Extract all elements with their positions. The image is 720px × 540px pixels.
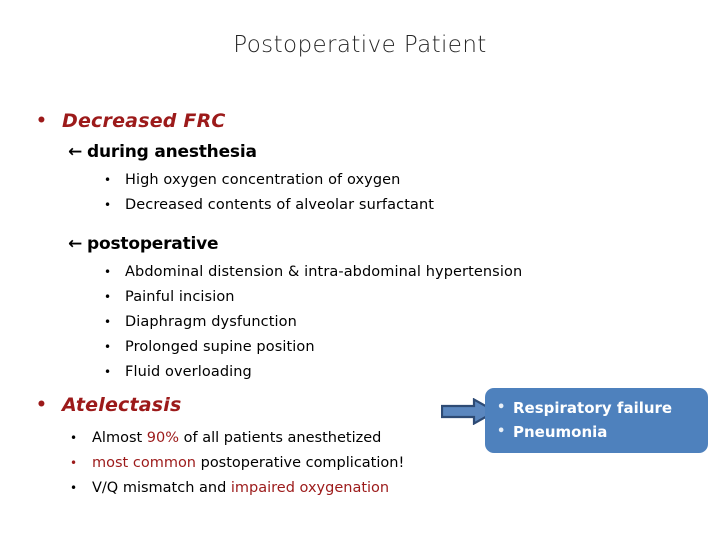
bullet-icon: •: [497, 400, 506, 415]
section-atelectasis: • Atelectasis • Almost 90% of all patien…: [0, 392, 720, 501]
list-item: • Fluid overloading: [0, 360, 720, 385]
section-heading-label: Decreased FRC: [62, 110, 226, 132]
section-heading-decreased-frc: • Decreased FRC: [0, 108, 720, 134]
group-heading-postoperative: ←postoperative: [0, 232, 720, 256]
bullet-icon: •: [104, 198, 112, 212]
list-item: • High oxygen concentration of oxygen: [0, 168, 720, 193]
right-block-arrow-icon: [440, 397, 498, 426]
bullet-icon: •: [104, 315, 112, 329]
page-title: Postoperative Patient: [233, 32, 487, 58]
callout-box-outcomes: • Respiratory failure • Pneumonia: [485, 388, 708, 453]
slide-body: • Decreased FRC ←during anesthesia • Hig…: [0, 108, 720, 385]
bullet-icon: •: [70, 481, 78, 495]
list-item-label: Almost 90% of all patients anesthetized: [92, 430, 381, 446]
list-item-label: V/Q mismatch and impaired oxygenation: [92, 480, 389, 496]
group-heading-during-anesthesia: ←during anesthesia: [0, 140, 720, 164]
list-during-anesthesia: • High oxygen concentration of oxygen • …: [0, 168, 720, 218]
callout-item: • Pneumonia: [495, 420, 708, 444]
text-run-highlight: most common: [92, 455, 196, 471]
left-arrow-icon: ←: [68, 234, 83, 254]
callout-item-label: Respiratory failure: [513, 399, 673, 417]
list-item: • Decreased contents of alveolar surfact…: [0, 193, 720, 218]
text-run: V/Q mismatch and: [92, 480, 231, 496]
list-item-label: High oxygen concentration of oxygen: [125, 172, 401, 188]
list-item-label: Decreased contents of alveolar surfactan…: [125, 197, 435, 213]
list-item: • Diaphragm dysfunction: [0, 310, 720, 335]
left-arrow-icon: ←: [68, 142, 83, 162]
list-item-label: Painful incision: [125, 289, 235, 305]
text-run-highlight: 90%: [146, 430, 180, 446]
bullet-icon: •: [104, 290, 112, 304]
callout-item: • Respiratory failure: [495, 396, 708, 420]
bullet-icon: •: [104, 365, 112, 379]
list-item-label: Fluid overloading: [125, 364, 252, 380]
bullet-icon: •: [70, 456, 78, 470]
group-heading-label: postoperative: [87, 234, 219, 254]
text-run: Almost: [92, 430, 147, 446]
list-atelectasis: • Almost 90% of all patients anesthetize…: [0, 426, 720, 501]
bullet-icon: •: [104, 340, 112, 354]
section-heading-atelectasis: • Atelectasis: [0, 392, 720, 418]
section-decreased-frc: • Decreased FRC ←during anesthesia • Hig…: [0, 108, 720, 385]
section-heading-label: Atelectasis: [62, 394, 182, 416]
list-item: • Prolonged supine position: [0, 335, 720, 360]
bullet-icon: •: [36, 395, 48, 415]
list-item: • Painful incision: [0, 285, 720, 310]
callout-item-label: Pneumonia: [513, 423, 608, 441]
bullet-icon: •: [36, 111, 48, 131]
list-item: • Almost 90% of all patients anesthetize…: [0, 426, 720, 451]
bullet-icon: •: [497, 424, 506, 439]
bullet-icon: •: [104, 173, 112, 187]
list-item-label: most common postoperative complication!: [92, 455, 404, 471]
group-heading-label: during anesthesia: [87, 142, 257, 162]
list-item: • most common postoperative complication…: [0, 451, 720, 476]
list-postoperative: • Abdominal distension & intra-abdominal…: [0, 260, 720, 385]
list-item-label: Prolonged supine position: [125, 339, 315, 355]
list-item-label: Diaphragm dysfunction: [125, 314, 297, 330]
list-item: • V/Q mismatch and impaired oxygenation: [0, 476, 720, 501]
bullet-icon: •: [104, 265, 112, 279]
text-run: of all patients anesthetized: [179, 430, 382, 446]
text-run: postoperative complication!: [196, 455, 405, 471]
bullet-icon: •: [70, 431, 78, 445]
list-item-label: Abdominal distension & intra-abdominal h…: [125, 264, 523, 280]
text-run-highlight: impaired oxygenation: [230, 480, 390, 496]
list-item: • Abdominal distension & intra-abdominal…: [0, 260, 720, 285]
